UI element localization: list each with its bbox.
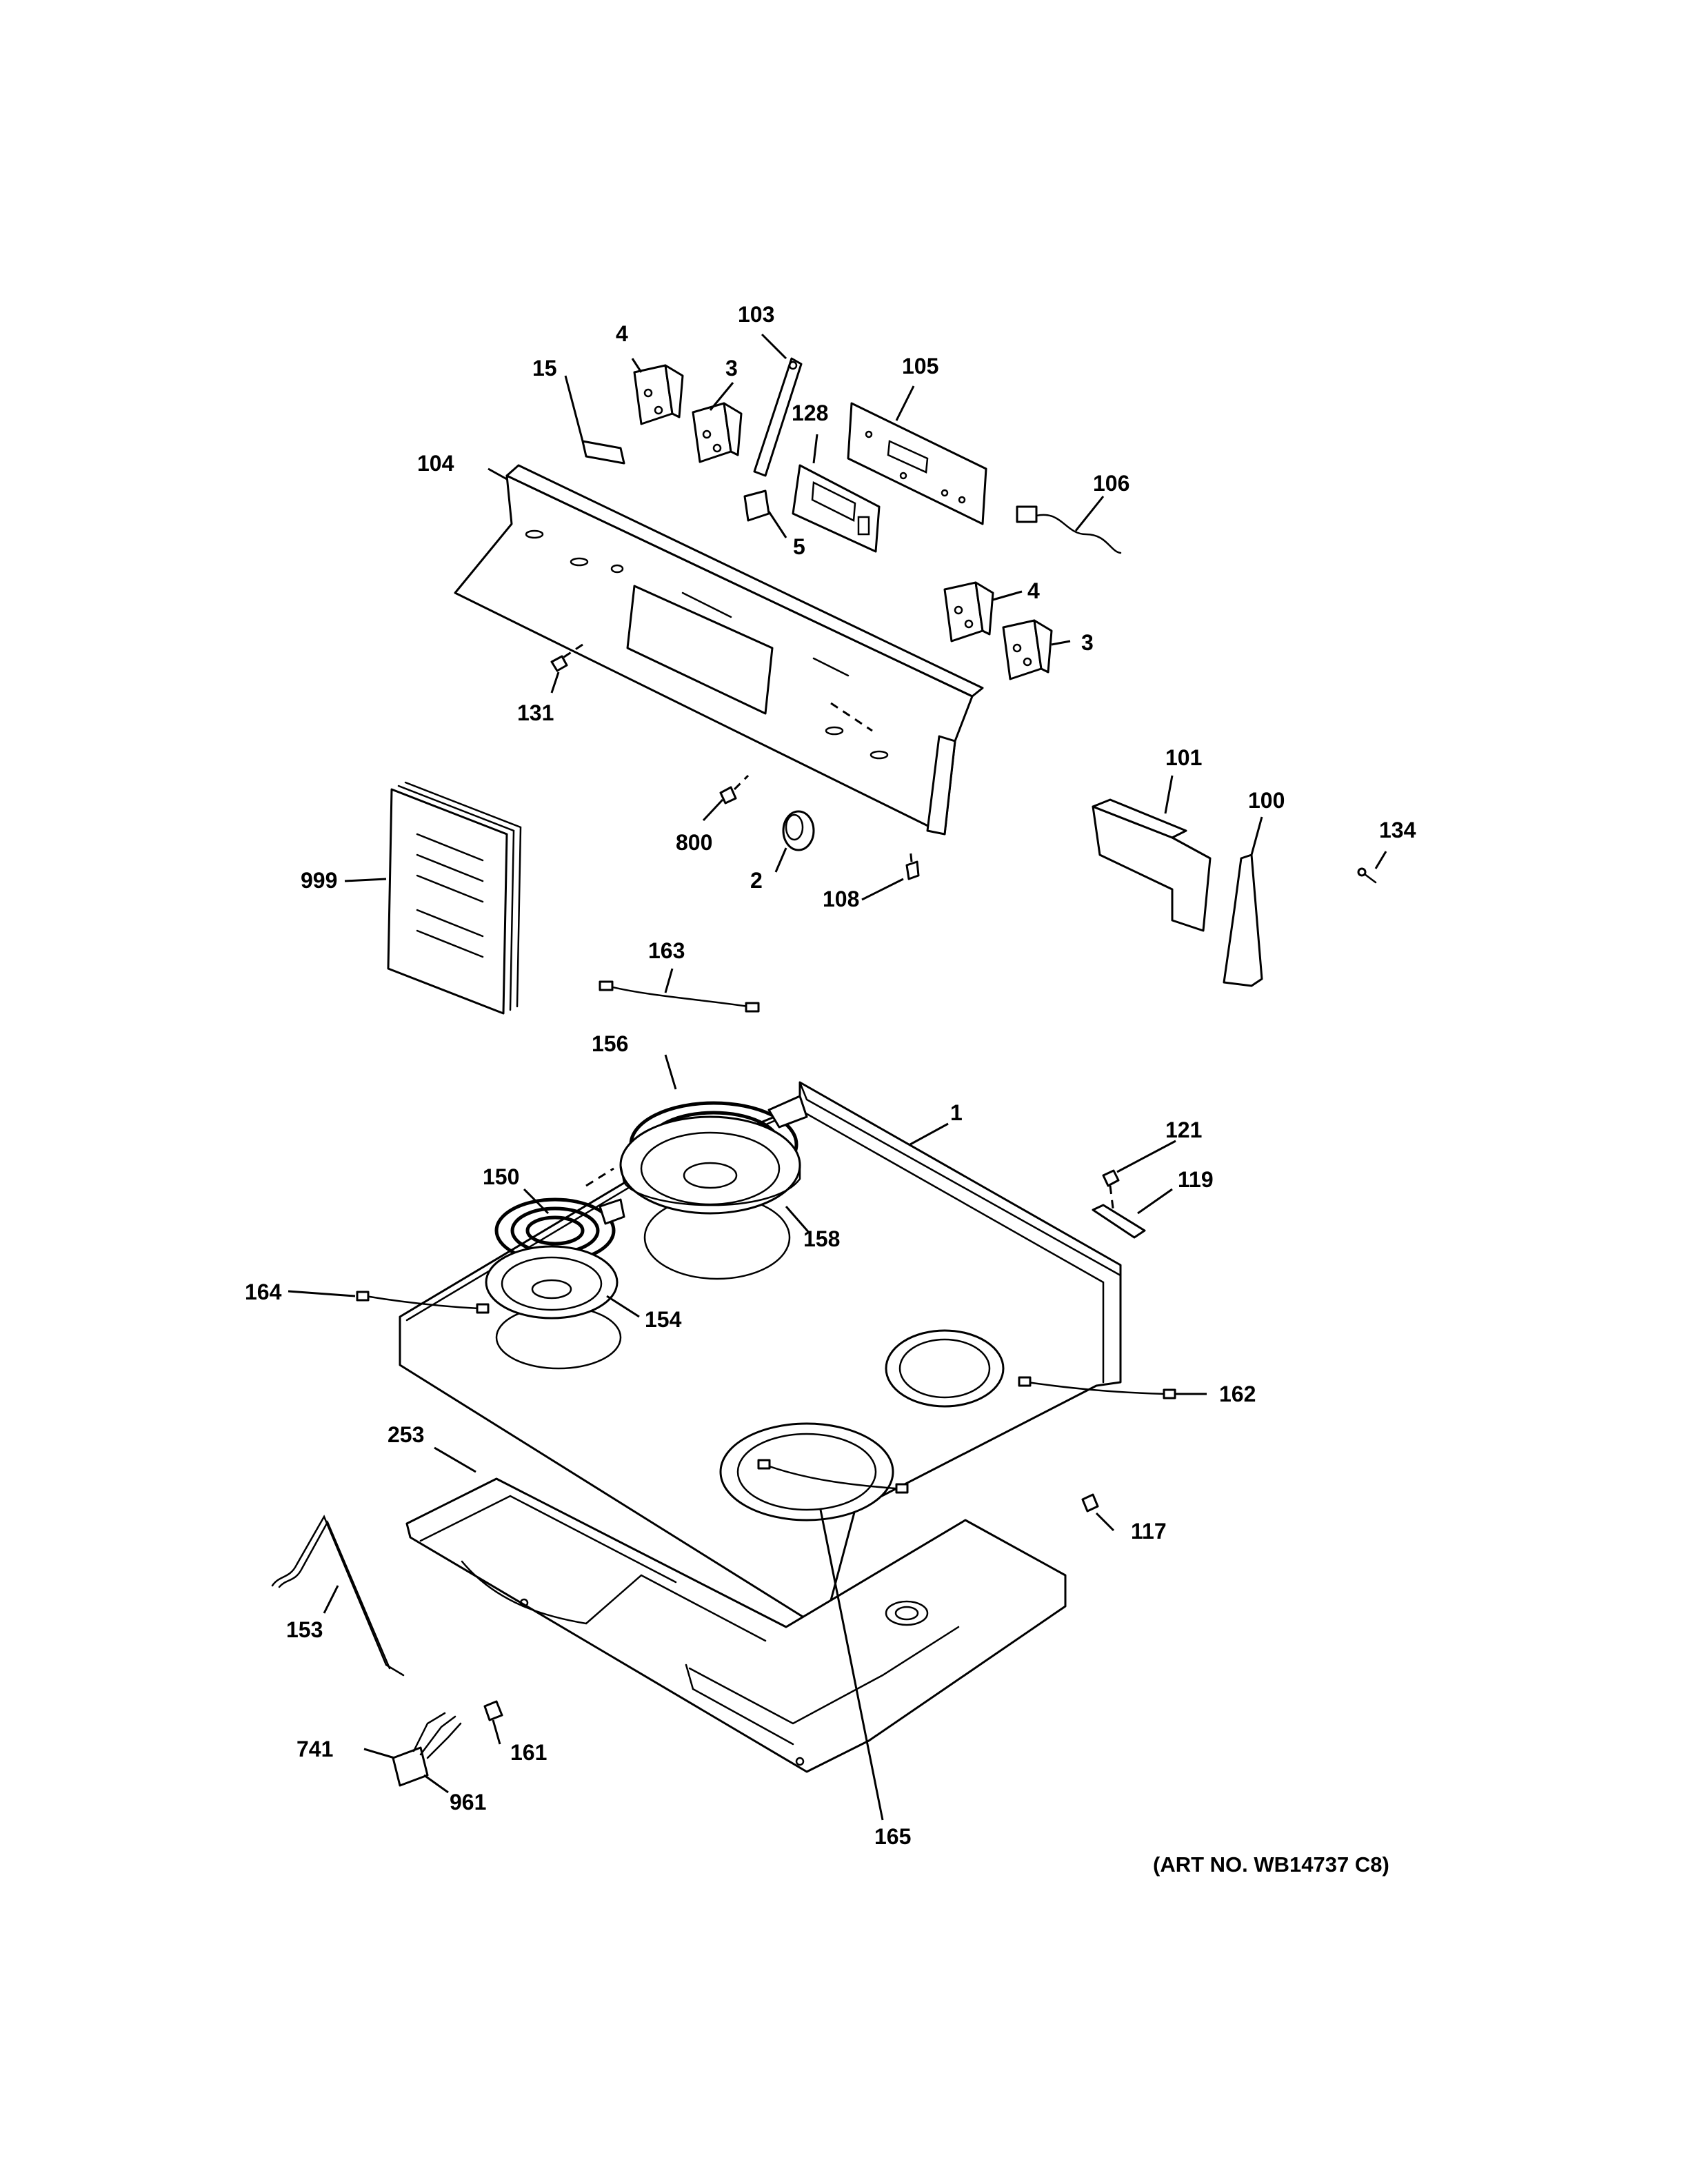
label-164: 164	[245, 1280, 282, 1304]
hinge-bracket	[1092, 1204, 1146, 1239]
label-5: 5	[793, 534, 805, 559]
label-165: 165	[874, 1824, 911, 1849]
label-15: 15	[532, 356, 557, 381]
label-106: 106	[1093, 471, 1129, 496]
label-253: 253	[388, 1422, 424, 1447]
infinite-switch-upper-3	[692, 402, 743, 463]
label-3-right: 3	[1081, 630, 1094, 655]
label-741: 741	[297, 1737, 333, 1761]
label-1: 1	[950, 1100, 963, 1125]
terminal-wire-163	[599, 980, 760, 1013]
label-3-upper: 3	[725, 356, 738, 381]
label-162: 162	[1219, 1382, 1256, 1406]
terminal-block-741	[392, 1712, 462, 1787]
large-drip-pan	[619, 1115, 801, 1215]
infinite-switch-right-3	[1002, 619, 1053, 680]
label-150: 150	[483, 1164, 519, 1189]
art-number-caption: (ART NO. WB14737 C8)	[1153, 1852, 1389, 1877]
terminal-wire-165	[757, 1459, 909, 1494]
label-800: 800	[676, 830, 712, 855]
harness-wire	[1016, 505, 1122, 554]
part-labels: 104 15 4 3 103 105 128 106 5 4 3 131 800…	[245, 302, 1416, 1877]
screw-131	[550, 655, 568, 672]
label-128: 128	[792, 401, 828, 425]
side-trim	[1223, 853, 1263, 987]
label-4-right: 4	[1027, 578, 1040, 603]
label-119: 119	[1178, 1167, 1214, 1192]
light-switch	[743, 489, 770, 522]
label-131: 131	[517, 700, 554, 725]
leader-lines	[288, 333, 1387, 1821]
label-163: 163	[648, 938, 685, 963]
small-drip-pan	[485, 1245, 619, 1320]
electronic-control-board	[847, 402, 987, 525]
screw-800	[719, 786, 737, 805]
screw-134	[1357, 867, 1377, 884]
label-961: 961	[450, 1790, 486, 1814]
wire-harness	[753, 357, 803, 477]
label-121: 121	[1165, 1118, 1202, 1142]
explode-lines	[561, 643, 1115, 1214]
nut-117	[1081, 1493, 1099, 1513]
label-4-upper: 4	[616, 321, 628, 346]
label-101: 101	[1165, 745, 1202, 770]
backsplash-panel	[454, 464, 984, 836]
side-bracket	[1092, 798, 1212, 932]
burner-box	[405, 1477, 1067, 1773]
label-103: 103	[738, 302, 774, 327]
support-rod	[271, 1515, 405, 1677]
label-104: 104	[417, 451, 454, 476]
label-999: 999	[301, 868, 337, 893]
infinite-switch-right-4	[943, 581, 994, 643]
owners-manual	[387, 781, 522, 1015]
terminal-block-161	[483, 1700, 503, 1721]
label-2: 2	[750, 868, 763, 893]
infinite-switch-upper-4	[633, 364, 684, 425]
label-161: 161	[510, 1740, 547, 1765]
label-156: 156	[592, 1031, 628, 1056]
control-knob	[782, 810, 815, 851]
label-154: 154	[645, 1307, 682, 1332]
label-100: 100	[1248, 788, 1285, 813]
knob-clip	[905, 860, 920, 880]
control-overlay	[792, 464, 881, 553]
label-108: 108	[823, 887, 859, 911]
label-105: 105	[902, 354, 938, 378]
screw-121	[1102, 1169, 1120, 1187]
label-158: 158	[803, 1226, 840, 1251]
cooktop-main-top	[399, 1081, 1122, 1625]
terminal-wire-162	[1018, 1376, 1176, 1399]
terminal-wire-164	[356, 1291, 490, 1314]
bracket-plate	[581, 440, 625, 465]
label-153: 153	[286, 1617, 323, 1642]
label-117: 117	[1131, 1519, 1167, 1544]
label-134: 134	[1379, 818, 1416, 842]
